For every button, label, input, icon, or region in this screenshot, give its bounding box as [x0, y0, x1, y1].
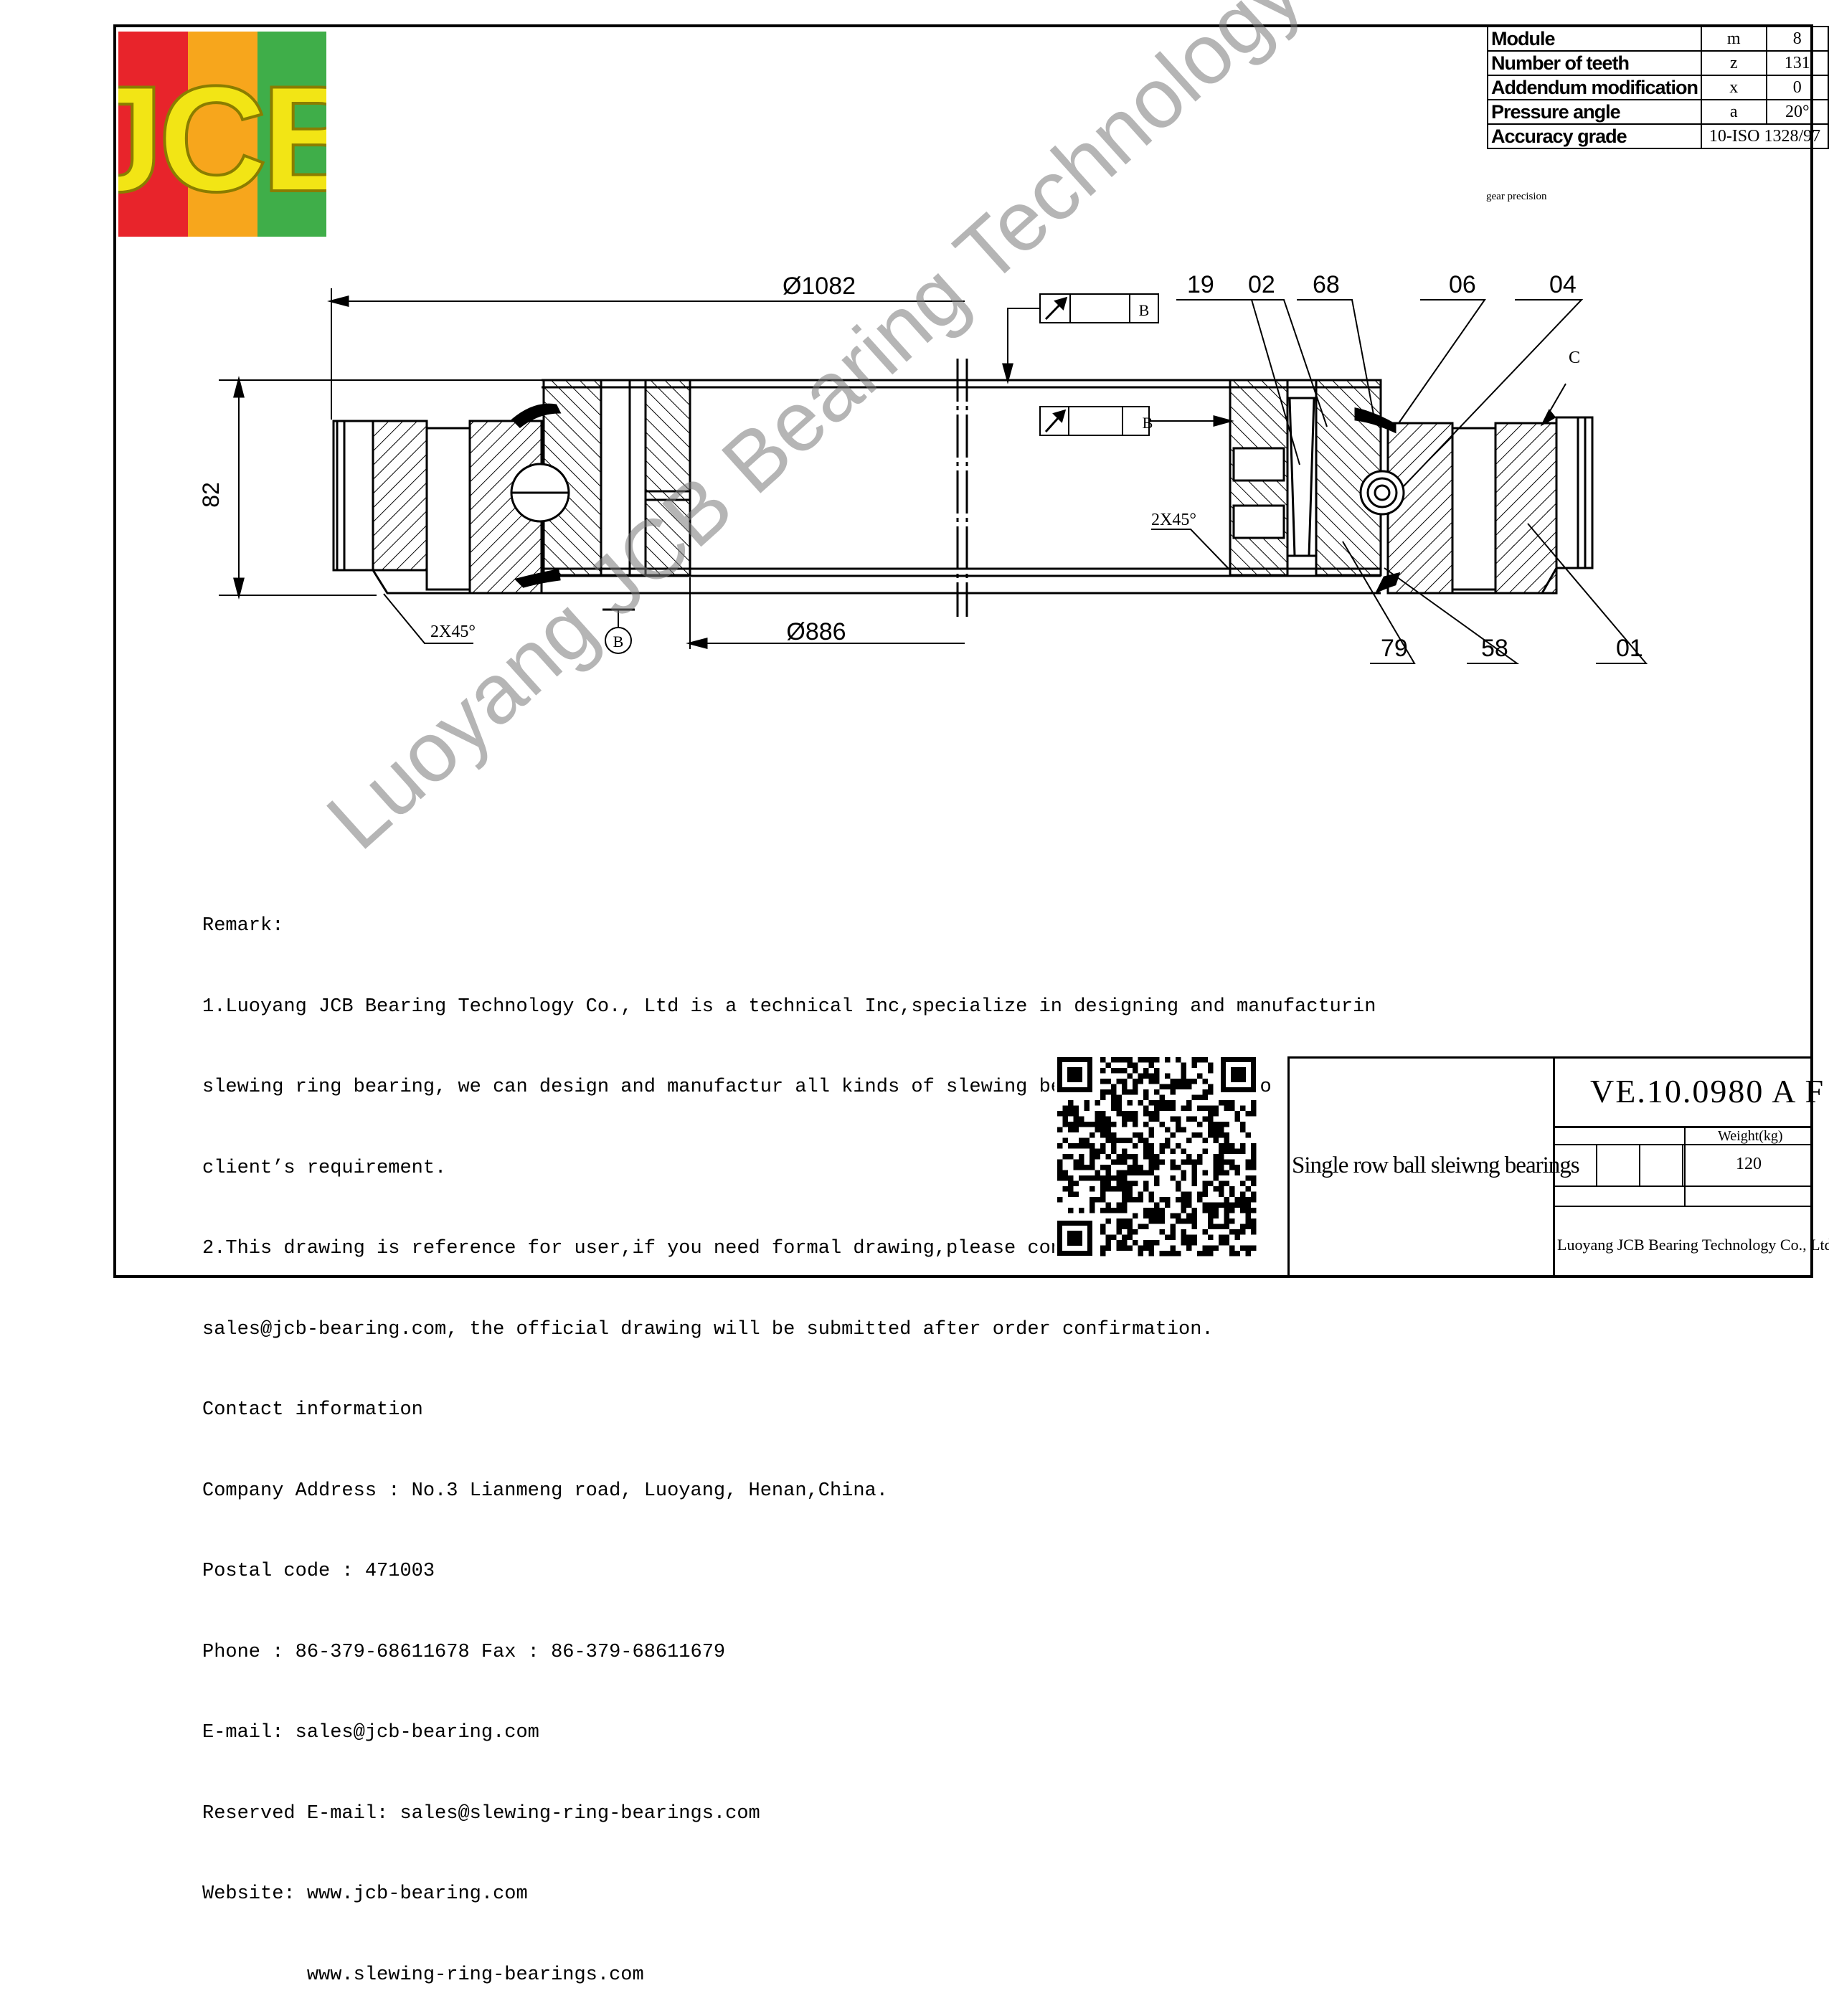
- callout-04: 04: [1549, 271, 1577, 298]
- chamfer-label-left: 2X45°: [430, 623, 476, 641]
- company-name: Luoyang JCB Bearing Technology Co., Ltd: [1557, 1236, 1829, 1254]
- callout-58: 58: [1481, 635, 1508, 662]
- param-row: Pressure angle a 20°: [1487, 99, 1829, 125]
- runout-frame-side: [1039, 406, 1234, 436]
- bearing-cross-section: Ø1082 Ø886 82 2X45° 2X45° B B B C 19 02 …: [198, 271, 1648, 664]
- runout-datum-top: B: [1139, 301, 1150, 319]
- callout-79: 79: [1381, 635, 1408, 662]
- param-row: Accuracy grade 10-ISO 1328/97: [1487, 123, 1829, 149]
- weight-label: Weight(kg): [1718, 1128, 1783, 1144]
- drawing-frame: [113, 24, 1813, 1278]
- contact-postal-code: Postal code : 471003: [202, 1561, 435, 1582]
- param-symbol: a: [1700, 99, 1767, 125]
- param-row: Addendum modification x 0: [1487, 75, 1829, 100]
- qr-finder-bottom-left: [1057, 1221, 1092, 1256]
- datum-label: B: [613, 633, 624, 650]
- contact-address: Company Address : No.3 Lianmeng road, Lu…: [202, 1480, 888, 1502]
- param-value: 131: [1765, 50, 1829, 76]
- param-value: 20°: [1765, 99, 1829, 125]
- contact-phone: Phone : 86-379-68611678 Fax : 86-379-686…: [202, 1641, 726, 1663]
- chamfer-leader-left: [383, 593, 473, 644]
- weight-value: 120: [1736, 1155, 1762, 1173]
- remark-line: slewing ring bearing, we can design and …: [202, 1076, 1272, 1098]
- left-bottom-seal: [514, 569, 561, 588]
- param-label: Number of teeth: [1487, 50, 1702, 76]
- param-value: 10-ISO 1328/97: [1700, 123, 1829, 149]
- param-value: 0: [1765, 75, 1829, 100]
- outer-diameter-label: Ø1082: [783, 273, 856, 300]
- param-value: 8: [1765, 26, 1829, 52]
- contact-reserved-email: Reserved E-mail: sales@slewing-ring-bear…: [202, 1802, 760, 1825]
- chamfer-label-right: 2X45°: [1151, 511, 1196, 529]
- param-label: Addendum modification: [1487, 75, 1702, 100]
- qr-finder-top-left: [1057, 1057, 1092, 1092]
- param-row: Number of teeth z 131: [1487, 50, 1829, 76]
- param-label: Pressure angle: [1487, 99, 1702, 125]
- param-row: Module m 8: [1487, 26, 1829, 52]
- remark-line: client’s requirement.: [202, 1157, 447, 1179]
- remark-heading: Remark:: [202, 915, 284, 937]
- callout-68: 68: [1313, 271, 1340, 298]
- left-outer-ring: [332, 420, 543, 595]
- callout-01: 01: [1616, 635, 1643, 662]
- height-label: 82: [198, 482, 224, 508]
- runout-frame-top: [1002, 293, 1159, 384]
- contact-email: E-mail: sales@jcb-bearing.com: [202, 1722, 539, 1743]
- right-bottom-seal: [1374, 572, 1401, 595]
- remarks-section: Remark: 1.Luoyang JCB Bearing Technology…: [202, 859, 1376, 2016]
- surface-mark-label: C: [1569, 349, 1580, 367]
- contact-website-link[interactable]: www.slewing-ring-bearings.com: [202, 1964, 644, 1986]
- right-top-seal: [1354, 407, 1396, 434]
- logo-green-block: [257, 32, 326, 237]
- remark-line: 1.Luoyang JCB Bearing Technology Co., Lt…: [202, 995, 1376, 1018]
- left-top-seal: [511, 403, 562, 429]
- param-symbol: x: [1700, 75, 1767, 100]
- callout-06: 06: [1449, 271, 1476, 298]
- logo-text: JCB: [118, 55, 326, 223]
- param-label: Accuracy grade: [1487, 123, 1702, 149]
- qr-finder-top-right: [1221, 1057, 1256, 1092]
- contact-website-link[interactable]: Website: www.jcb-bearing.com: [202, 1883, 528, 1905]
- title-block: VE.10.0980 A F Single row ball sleiwng b…: [1287, 1056, 1829, 1278]
- product-name: Single row ball sleiwng bearings: [1292, 1153, 1580, 1178]
- qr-code[interactable]: [1054, 1054, 1259, 1259]
- param-symbol: z: [1700, 50, 1767, 76]
- datum-circle: [605, 627, 632, 654]
- chamfer-leader-right: [1151, 529, 1231, 571]
- callout-leaders: [1176, 299, 1648, 664]
- param-label: Module: [1487, 26, 1702, 52]
- part-number: VE.10.0980 A F: [1590, 1073, 1825, 1109]
- logo-orange-block: [188, 32, 257, 237]
- callout-02: 02: [1248, 271, 1275, 298]
- param-symbol: m: [1700, 26, 1767, 52]
- runout-datum-side: B: [1143, 414, 1153, 432]
- remark-line: sales@jcb-bearing.com, the official draw…: [202, 1318, 1214, 1340]
- logo-red-block: [118, 32, 188, 237]
- jcb-logo: JCB: [118, 32, 326, 237]
- gear-precision-note: gear precision: [1486, 191, 1547, 202]
- gear-parameter-table: Module m 8 Number of teeth z 131 Addendu…: [1487, 26, 1829, 149]
- contact-heading: Contact information: [202, 1399, 423, 1421]
- right-outer-ring: [1386, 416, 1594, 595]
- inner-diameter-label: Ø886: [786, 618, 846, 645]
- callout-19: 19: [1187, 271, 1214, 298]
